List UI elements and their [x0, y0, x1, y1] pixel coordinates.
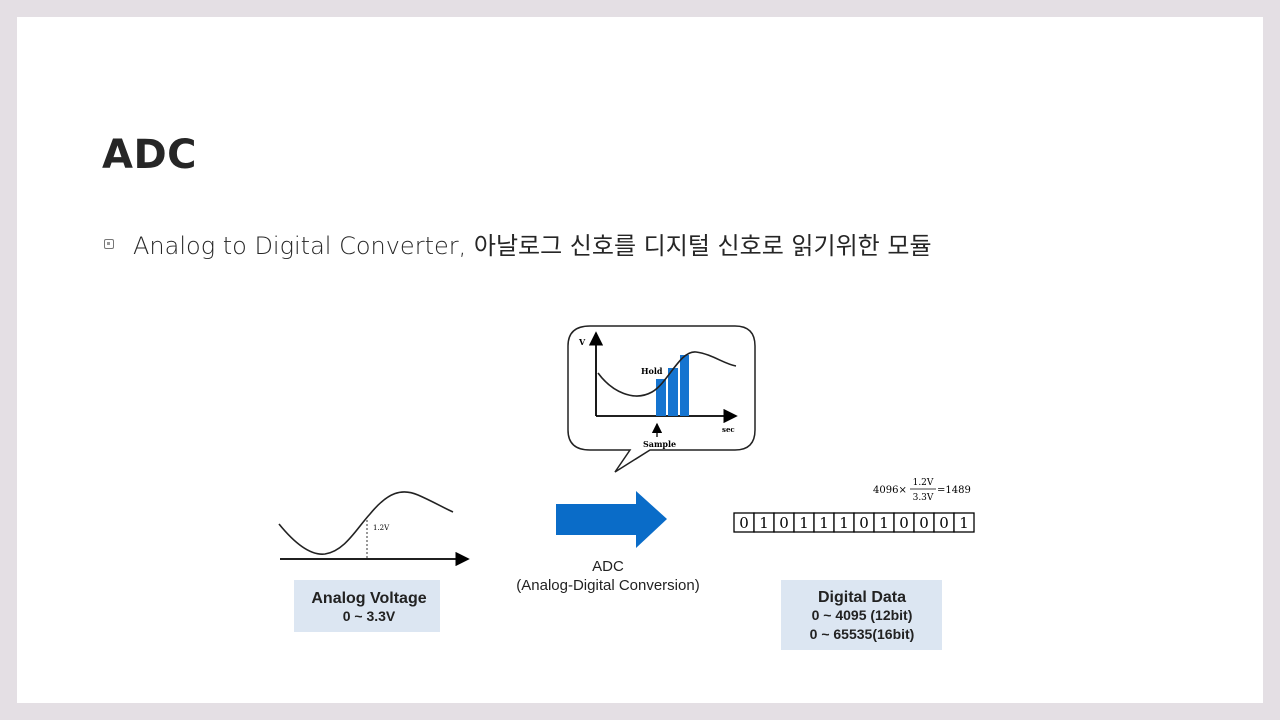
adc-sublabel: (Analog-Digital Conversion) — [516, 577, 699, 594]
hold-bar-3 — [680, 355, 689, 416]
bit-value: 0 — [899, 514, 909, 532]
bit-value: 0 — [919, 514, 929, 532]
analog-curve — [278, 491, 454, 555]
analog-voltage-title: Analog Voltage — [311, 590, 426, 607]
bit-value: 0 — [859, 514, 869, 532]
hold-bar-2 — [668, 368, 678, 416]
digital-data-16bit: 0 ~ 65535(16bit) — [810, 626, 915, 642]
bullet-square-icon — [104, 238, 114, 249]
analog-voltage-box-bg — [294, 580, 440, 632]
bit-value: 1 — [839, 514, 849, 532]
callout-y-label: V — [578, 337, 586, 347]
adc-label: ADC — [592, 558, 624, 575]
bit-value: 0 — [779, 514, 789, 532]
digital-data-title: Digital Data — [818, 589, 906, 606]
analog-signal-graph: 1.2V — [278, 491, 470, 567]
hold-label: Hold — [641, 366, 663, 376]
digital-data-box-bg — [781, 580, 942, 650]
formula-lead: 4096× — [873, 485, 907, 496]
analog-voltage-box: Analog Voltage 0 ~ 3.3V — [294, 580, 440, 632]
sample-hold-callout: V sec Hold Sample — [567, 325, 756, 473]
bit-value: 0 — [939, 514, 949, 532]
bit-value: 1 — [799, 514, 809, 532]
bit-value: 1 — [879, 514, 889, 532]
bit-cell — [953, 512, 975, 533]
bullet-text: Analog to Digital Converter, 아날로그 신호를 디지… — [133, 232, 932, 260]
conversion-formula: 4096× 1.2V 3.3V =1489 — [873, 478, 971, 503]
bit-value: 1 — [819, 514, 829, 532]
page-title: ADC — [102, 132, 198, 178]
formula-denominator: 3.3V — [913, 493, 934, 503]
adc-conversion: ADC (Analog-Digital Conversion) — [516, 491, 700, 594]
bit-value: 1 — [759, 514, 769, 532]
analog-voltage-range: 0 ~ 3.3V — [343, 608, 396, 624]
bit-value: 1 — [959, 514, 969, 532]
callout-signal-curve — [597, 351, 737, 397]
adc-arrow-icon — [556, 491, 667, 548]
analog-marker-label: 1.2V — [373, 524, 390, 532]
formula-numerator: 1.2V — [913, 478, 934, 488]
digital-data-box: Digital Data 0 ~ 4095 (12bit) 0 ~ 65535(… — [781, 580, 942, 650]
formula-result: =1489 — [937, 485, 971, 496]
sample-label: Sample — [643, 439, 676, 449]
digital-data-12bit: 0 ~ 4095 (12bit) — [812, 607, 913, 623]
bit-value: 0 — [739, 514, 749, 532]
hold-bar-1 — [656, 379, 666, 416]
bullet-item: Analog to Digital Converter, 아날로그 신호를 디지… — [104, 226, 932, 261]
callout-x-label: sec — [722, 425, 735, 434]
